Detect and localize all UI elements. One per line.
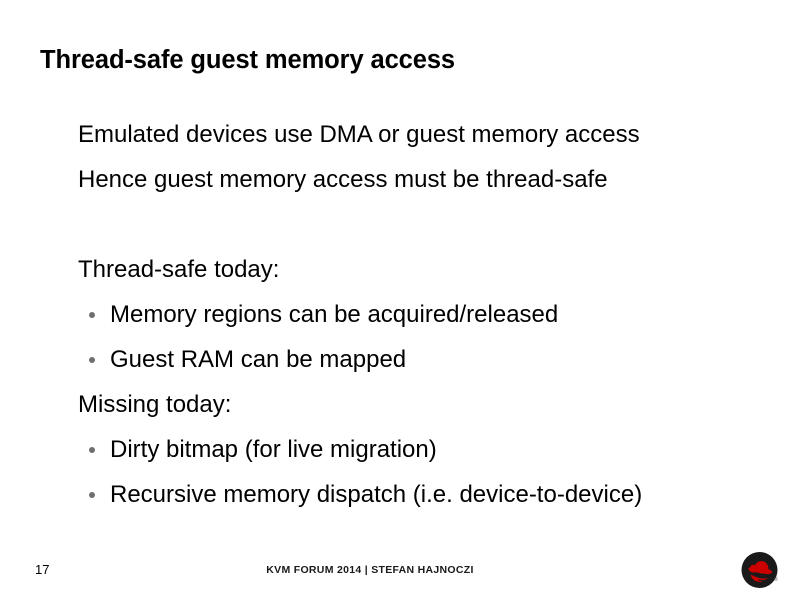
bullet-list-item: Memory regions can be acquired/released <box>0 292 800 337</box>
page-number: 17 <box>35 562 50 577</box>
red-hat-shadowman-logo: ® <box>739 550 783 592</box>
bullet-item-label: Guest RAM can be mapped <box>110 346 407 373</box>
bullet-list-item: Dirty bitmap (for live migration) <box>0 427 800 472</box>
body-line-spacer <box>0 202 800 247</box>
slide-body: Emulated devices use DMA or guest memory… <box>0 112 800 517</box>
bullet-item-label: Memory regions can be acquired/released <box>110 301 559 328</box>
bullet-dot-icon <box>89 447 95 453</box>
body-line: Hence guest memory access must be thread… <box>78 166 608 193</box>
body-line: Emulated devices use DMA or guest memory… <box>78 121 640 148</box>
bullet-dot-icon <box>89 312 95 318</box>
bullet-item-label: Recursive memory dispatch (i.e. device-t… <box>110 481 643 508</box>
slide-title: Thread-safe guest memory access <box>40 46 456 74</box>
bullet-dot-icon <box>89 357 95 363</box>
registered-trademark-mark: ® <box>774 576 778 583</box>
bullet-list-item: Recursive memory dispatch (i.e. device-t… <box>0 472 800 517</box>
footer-credit: KVM FORUM 2014 | STEFAN HAJNOCZI <box>266 564 474 576</box>
body-line: Thread-safe today: <box>78 256 280 283</box>
bullet-dot-icon <box>89 492 95 498</box>
bullet-list-item: Guest RAM can be mapped <box>0 337 800 382</box>
body-line: Missing today: <box>78 391 232 418</box>
bullet-item-label: Dirty bitmap (for live migration) <box>110 436 437 463</box>
